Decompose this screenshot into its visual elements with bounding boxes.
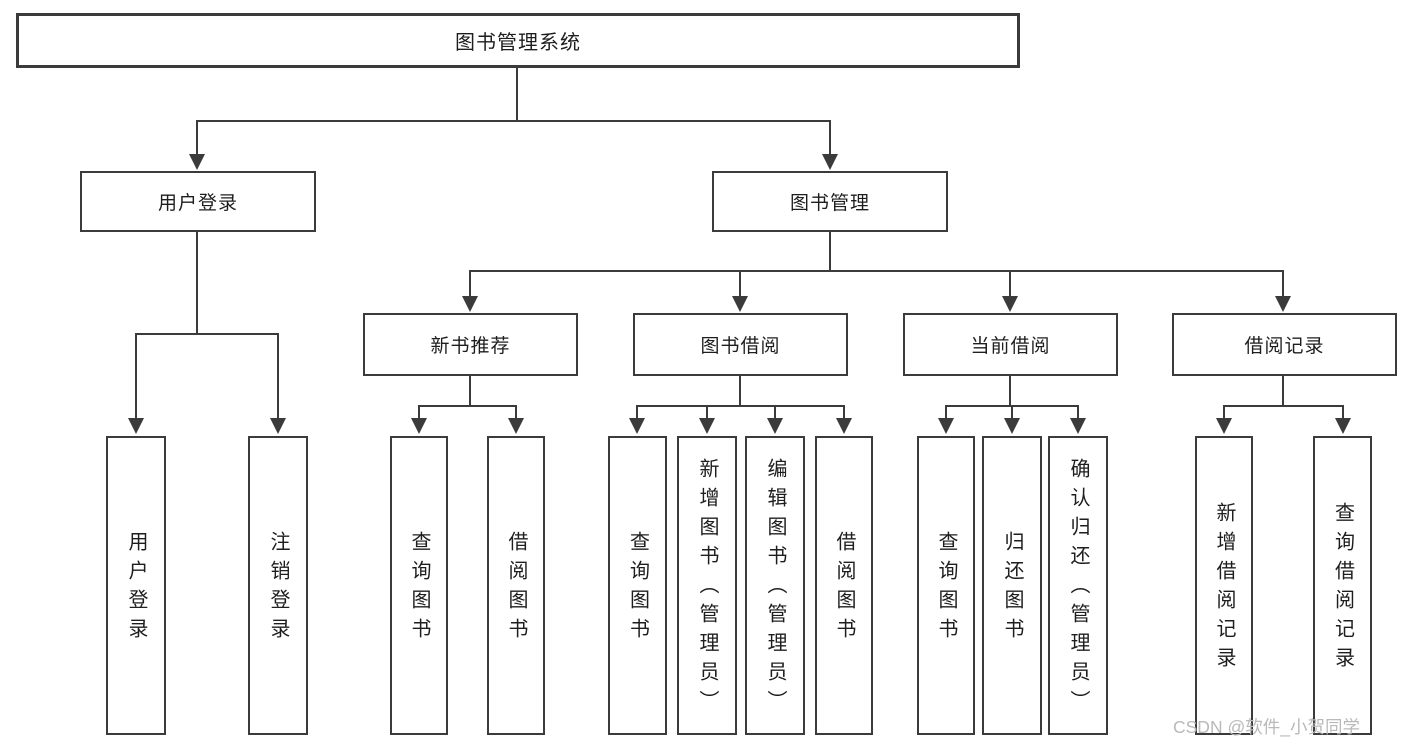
node-book-management: 图书管理 bbox=[712, 171, 948, 232]
connector bbox=[945, 405, 947, 420]
arrowhead bbox=[1004, 418, 1020, 434]
arrowhead bbox=[1002, 296, 1018, 312]
connector bbox=[516, 68, 518, 122]
watermark: CSDN @软件_小贺同学 bbox=[1173, 717, 1360, 737]
node-borrow-records: 借阅记录 bbox=[1172, 313, 1397, 376]
arrowhead bbox=[462, 296, 478, 312]
arrowhead bbox=[822, 154, 838, 170]
arrowhead bbox=[767, 418, 783, 434]
connector bbox=[135, 333, 279, 335]
connector bbox=[1223, 405, 1225, 420]
node-borrow-edit-books-admin: 编辑图书（管理员） bbox=[745, 436, 805, 735]
connector bbox=[739, 270, 741, 297]
arrowhead bbox=[1275, 296, 1291, 312]
connector bbox=[774, 405, 776, 420]
arrowhead bbox=[699, 418, 715, 434]
arrowhead bbox=[732, 296, 748, 312]
arrowhead bbox=[128, 418, 144, 434]
node-current-confirm-return-admin: 确认归还（管理员） bbox=[1048, 436, 1108, 735]
connector bbox=[418, 405, 420, 420]
arrowhead bbox=[836, 418, 852, 434]
node-records-search-record: 查询借阅记录 bbox=[1313, 436, 1372, 735]
connector bbox=[196, 120, 198, 155]
node-user-login-group: 用户登录 bbox=[80, 171, 316, 232]
connector bbox=[829, 232, 831, 272]
connector bbox=[277, 333, 279, 419]
node-current-search-books: 查询图书 bbox=[917, 436, 975, 735]
connector bbox=[469, 270, 1284, 272]
arrowhead bbox=[1335, 418, 1351, 434]
connector bbox=[135, 333, 137, 419]
node-newbooks-borrow-books: 借阅图书 bbox=[487, 436, 545, 735]
connector bbox=[515, 405, 517, 420]
node-new-book-recommend: 新书推荐 bbox=[363, 313, 578, 376]
node-current-borrow: 当前借阅 bbox=[903, 313, 1118, 376]
connector bbox=[636, 405, 845, 407]
connector bbox=[469, 376, 471, 407]
arrowhead bbox=[938, 418, 954, 434]
connector bbox=[1011, 405, 1013, 420]
node-user-login: 用户登录 bbox=[106, 436, 166, 735]
connector bbox=[1077, 405, 1079, 420]
node-borrow-add-books-admin: 新增图书（管理员） bbox=[677, 436, 737, 735]
connector bbox=[1282, 270, 1284, 297]
connector bbox=[843, 405, 845, 420]
connector bbox=[418, 405, 517, 407]
arrowhead bbox=[629, 418, 645, 434]
connector bbox=[636, 405, 638, 420]
connector bbox=[1223, 405, 1344, 407]
connector bbox=[1342, 405, 1344, 420]
connector bbox=[196, 120, 831, 122]
arrowhead bbox=[1216, 418, 1232, 434]
arrowhead bbox=[411, 418, 427, 434]
node-current-return-books: 归还图书 bbox=[982, 436, 1042, 735]
node-borrow-search-books: 查询图书 bbox=[608, 436, 667, 735]
arrowhead bbox=[1070, 418, 1086, 434]
connector bbox=[739, 376, 741, 407]
node-logout: 注销登录 bbox=[248, 436, 308, 735]
connector bbox=[1009, 376, 1011, 407]
node-newbooks-search-books: 查询图书 bbox=[390, 436, 448, 735]
node-records-add-record: 新增借阅记录 bbox=[1195, 436, 1253, 735]
node-library-system: 图书管理系统 bbox=[16, 13, 1020, 68]
node-book-borrow: 图书借阅 bbox=[633, 313, 848, 376]
connector bbox=[829, 120, 831, 155]
arrowhead bbox=[270, 418, 286, 434]
node-borrow-borrow-books: 借阅图书 bbox=[815, 436, 873, 735]
connector bbox=[469, 270, 471, 297]
connector bbox=[1009, 270, 1011, 297]
connector bbox=[196, 232, 198, 335]
connector bbox=[1282, 376, 1284, 407]
connector bbox=[706, 405, 708, 420]
arrowhead bbox=[508, 418, 524, 434]
arrowhead bbox=[189, 154, 205, 170]
